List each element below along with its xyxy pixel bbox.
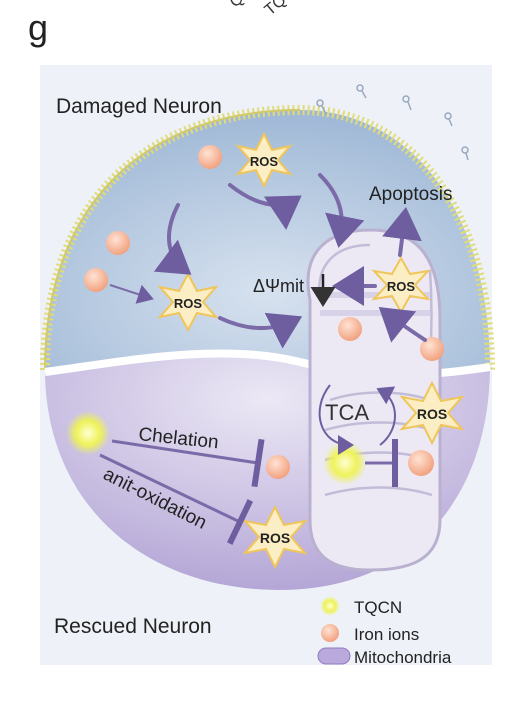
iron-ion (84, 268, 108, 292)
ros-star-left: ROS (157, 271, 219, 333)
ros-star-tca: ROS (399, 380, 465, 446)
iron-ion (106, 231, 130, 255)
legend-mito-icon (317, 647, 351, 665)
iron-ion (266, 455, 290, 479)
legend-mito-label: Mitochondria (354, 648, 452, 667)
inhibit-arrow-chelation (111, 438, 265, 488)
arrow-to-mito (318, 173, 365, 248)
cut-label-tq: TQ (262, 0, 290, 19)
ros-label: ROS (260, 530, 290, 546)
tqcn-particle (323, 441, 367, 485)
inhibit-arrow-antioxidation (99, 453, 254, 545)
iron-ion (420, 337, 444, 361)
ros-label: ROS (174, 296, 203, 311)
ros-label: ROS (250, 154, 279, 169)
iron-ion (198, 145, 222, 169)
rescued-neuron-title: Rescued Neuron (54, 615, 212, 638)
legend-iron-icon (321, 624, 339, 642)
legend: TQCN Iron ions Mitochondria (317, 596, 452, 667)
arrow-ros-to-mmp (218, 312, 303, 349)
legend-tqcn-label: TQCN (354, 598, 402, 617)
arrow-iron-to-ros-mito (378, 307, 427, 343)
tqcn-particle (66, 411, 110, 455)
arrow-ros-to-apoptosis (382, 207, 422, 257)
panel-letter: g (28, 7, 48, 48)
iron-ion (408, 450, 434, 476)
legend-iron-label: Iron ions (354, 625, 419, 644)
arrow-ros-cycle (228, 183, 302, 230)
tca-cycle: TCA (318, 384, 396, 455)
tca-label: TCA (325, 400, 369, 425)
ros-star-top: ROS (235, 131, 293, 189)
apoptosis-label: Apoptosis (369, 184, 452, 205)
arrow-iron-to-ros (153, 203, 192, 275)
arrow-iron-small (109, 284, 154, 304)
damaged-neuron-title: Damaged Neuron (56, 95, 222, 118)
legend-tqcn-icon (320, 596, 340, 616)
ros-label: ROS (387, 279, 416, 294)
lipid-fragments (316, 84, 469, 161)
iron-ion (338, 317, 362, 341)
membrane-potential-label: ΔΨmit (253, 276, 304, 296)
cut-label-q: Q (227, 0, 247, 11)
ros-label: ROS (417, 406, 447, 422)
